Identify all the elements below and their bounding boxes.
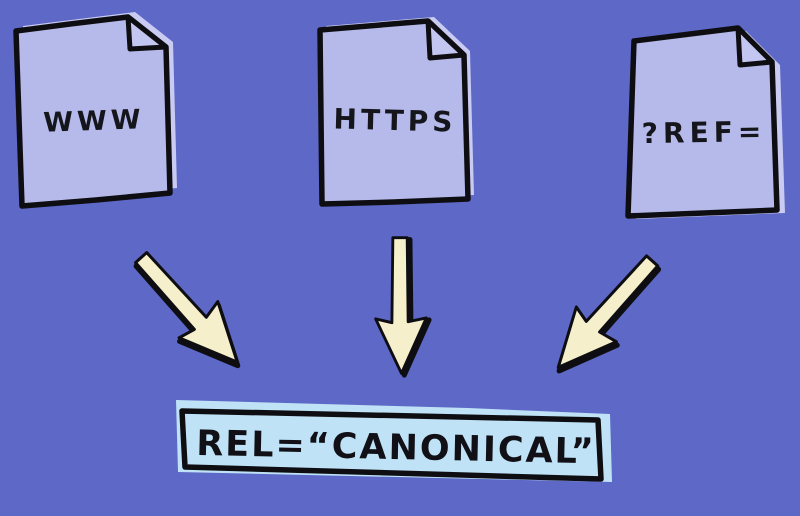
- banner-label: REL=“CANONICAL”: [195, 423, 596, 473]
- document-page-icon: [625, 25, 785, 219]
- document-page-icon: [317, 17, 474, 207]
- document-card-ref: ?REF=: [620, 24, 788, 224]
- document-label-www: WWW: [42, 104, 146, 139]
- arrow-down-right-icon: [133, 251, 241, 369]
- banner-border: [179, 408, 604, 482]
- document-label-ref: ?REF=: [641, 114, 767, 151]
- document-label-https: HTTPS: [333, 102, 457, 139]
- banner-plate-icon: [176, 400, 612, 482]
- document-page-icon: [13, 12, 177, 209]
- arrow-body: [374, 236, 428, 375]
- arrow-down-left-icon: [556, 254, 662, 374]
- document-card-https: HTTPS: [312, 16, 478, 212]
- folded-corner-icon: [735, 25, 775, 68]
- folded-corner-icon: [425, 18, 467, 61]
- arrow-body: [556, 254, 660, 369]
- document-card-www: WWW: [8, 10, 180, 212]
- arrow-down-icon: [374, 236, 432, 378]
- arrow-body: [134, 251, 239, 364]
- canonical-banner: REL=“CANONICAL”: [168, 392, 620, 488]
- folded-corner-icon: [125, 14, 169, 52]
- paper-body: [13, 14, 173, 209]
